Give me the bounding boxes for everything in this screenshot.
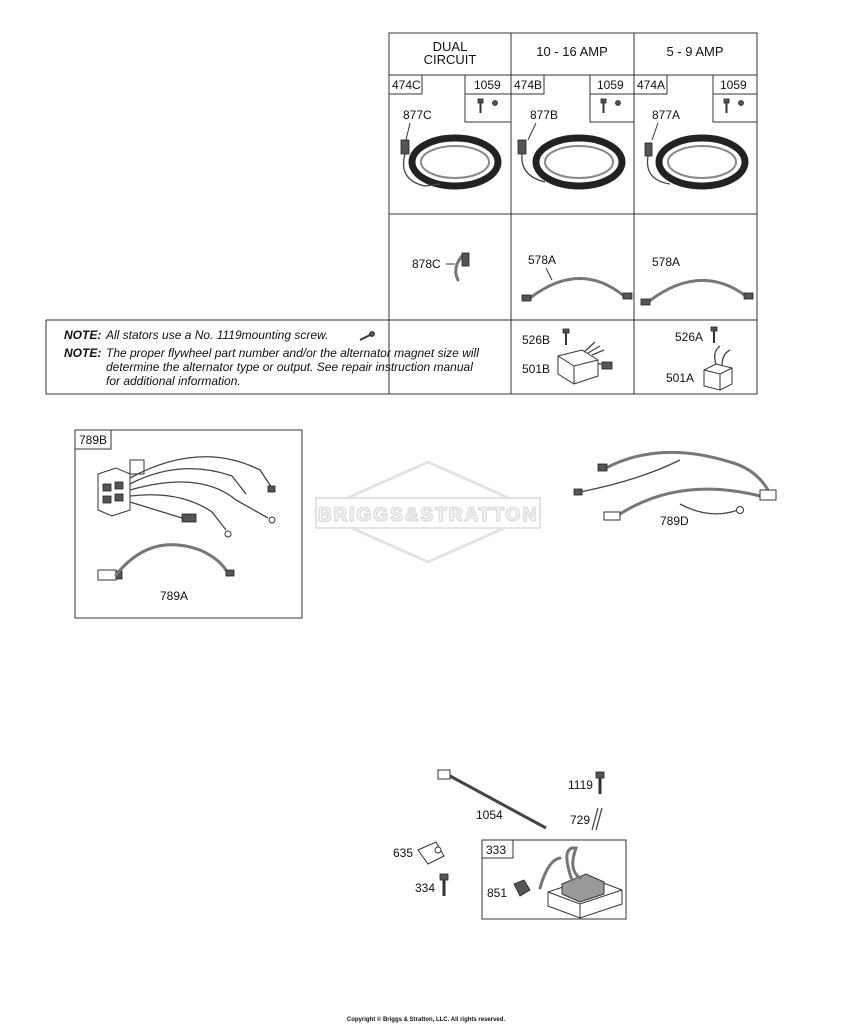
harness-789d-icon [573, 450, 777, 521]
header-10-16-amp: 10 - 16 AMP [536, 44, 608, 59]
screw-kit-1059-a: 1059 [720, 78, 747, 92]
screw-526a-icon [710, 326, 718, 343]
screw-1119-icon [595, 771, 605, 794]
module-box [481, 839, 627, 920]
module-333-label: 333 [486, 843, 506, 857]
clip-851-icon [513, 879, 531, 897]
copyright: Copyright © Briggs & Stratton, LLC. All … [347, 1016, 506, 1023]
harness-789a-label: 789A [160, 589, 188, 603]
note-text-2-line3: for additional information. [106, 374, 241, 388]
screw-334-icon [439, 873, 449, 896]
screw-334-label: 334 [415, 881, 435, 895]
header-5-9-amp: 5 - 9 AMP [666, 44, 723, 59]
note-label-1: NOTE: [64, 328, 101, 342]
screw-1119-label: 1119 [568, 778, 593, 792]
ignition-module-icon [538, 846, 623, 919]
note-text-2-line2: determine the alternator type or output.… [106, 360, 473, 374]
clip-635-icon [417, 841, 445, 865]
header-circuit: CIRCUIT [424, 52, 477, 67]
note-text-2-line1: The proper flywheel part number and/or t… [106, 346, 479, 360]
stator-877c-label: 877C [403, 108, 432, 122]
lead-578a-b-label: 578A [528, 253, 556, 267]
cable-tie-1054-label: 1054 [476, 808, 503, 822]
pin-729-label: 729 [570, 813, 590, 827]
lead-578a-b-icon [521, 267, 633, 302]
harness-789b-icon [97, 456, 276, 538]
screw-kit-1059-b: 1059 [597, 78, 624, 92]
screw-526a-label: 526A [675, 330, 703, 344]
clip-635-label: 635 [393, 846, 413, 860]
kit-474b: 474B [514, 78, 542, 92]
watermark-logo: BRIGGS&STRATTON [312, 460, 544, 564]
regulator-501b-label: 501B [522, 362, 550, 376]
clip-851-label: 851 [487, 886, 507, 900]
stator-877a-icon [644, 122, 749, 190]
lead-578a-a-label: 578A [652, 255, 680, 269]
kit-label-boxes [388, 74, 758, 123]
harness-789a-icon [97, 543, 235, 581]
header-dual: DUAL [433, 39, 468, 54]
note-text-1: All stators use a No. 1119mounting screw… [105, 328, 328, 342]
screw-526b-icon [562, 328, 570, 345]
screw-526b-label: 526B [522, 333, 550, 347]
lead-578a-a-icon [640, 278, 754, 306]
harness-789b-label: 789B [79, 433, 107, 447]
cable-tie-icon [437, 769, 547, 830]
pin-729-icon [591, 807, 603, 831]
harness-box [74, 429, 303, 619]
regulator-501a-icon [703, 345, 733, 391]
stator-877b-icon [517, 122, 626, 190]
lead-878c-label: 878C [412, 257, 441, 271]
regulator-501b-icon [557, 341, 613, 385]
stator-877b-label: 877B [530, 108, 558, 122]
kit-474c: 474C [392, 78, 421, 92]
note-label-2: NOTE: [64, 346, 101, 360]
screw-icon [359, 331, 375, 341]
screw-kit-1059-c: 1059 [474, 78, 501, 92]
harness-789d-label: 789D [660, 514, 689, 528]
stator-877a-label: 877A [652, 108, 680, 122]
lead-878c-icon [446, 252, 470, 282]
regulator-501a-label: 501A [666, 371, 694, 385]
stator-877c-icon [400, 122, 502, 190]
watermark-text: BRIGGS&STRATTON [318, 505, 538, 526]
screw-nut-icon [477, 98, 744, 113]
kit-474a: 474A [637, 78, 665, 92]
